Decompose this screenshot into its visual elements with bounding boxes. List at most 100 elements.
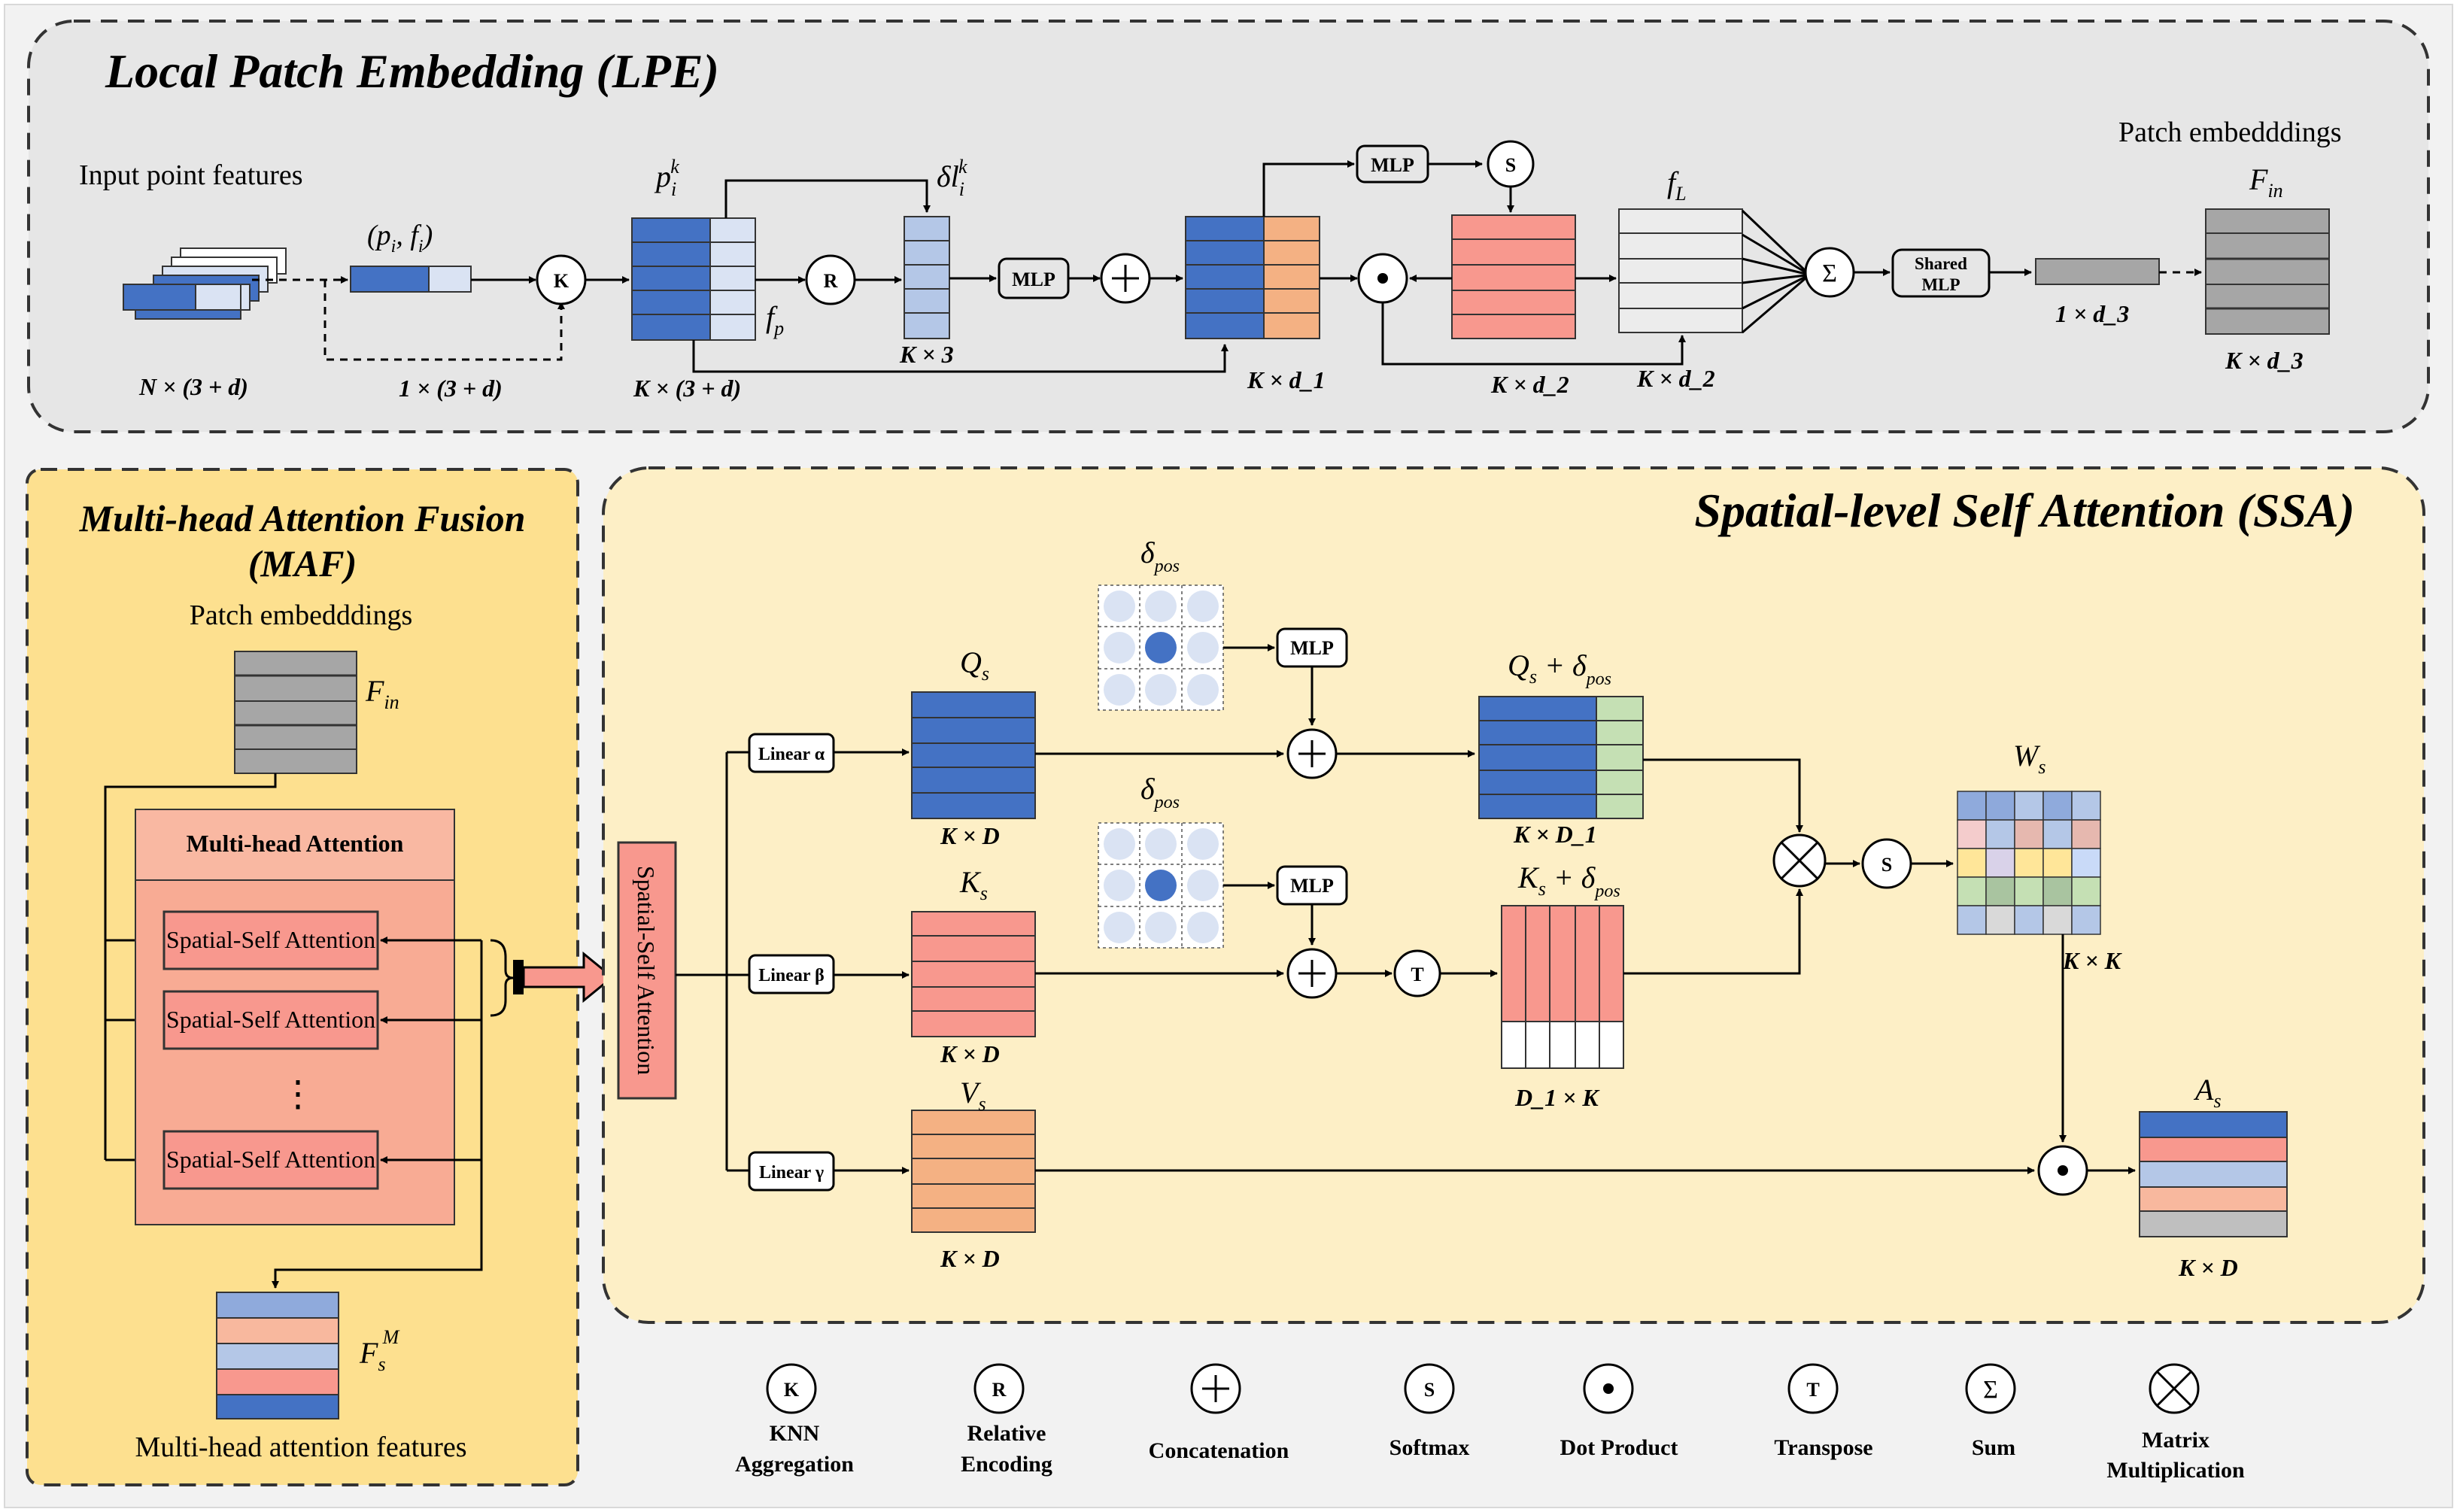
ws-dim: K × K: [2062, 947, 2123, 974]
q-matrix: [911, 691, 1036, 819]
legend-rel-line1: Relative: [967, 1421, 1046, 1446]
pf-dim: 1 × (3 + d): [399, 375, 503, 402]
pik-dim: K × (3 + d): [633, 375, 741, 402]
ssa-input-block: [617, 841, 677, 1100]
ws-matrix: [1957, 791, 2101, 935]
ssa-item-label-1: Spatial-Self Attention: [166, 926, 375, 953]
lpe-panel: Local Patch Embedding (LPE) Input point …: [27, 20, 2430, 433]
v-dim: K × D: [940, 1245, 1000, 1272]
v-matrix: [911, 1110, 1036, 1233]
ssa-item-1: [162, 910, 379, 970]
sum-symbol: Σ: [1822, 260, 1837, 287]
fsm-matrix: [216, 1292, 339, 1419]
patch-emb-label-lpe: Patch embedddings: [2118, 117, 2342, 148]
ssa-item-label-2: Spatial-Self Attention: [166, 1006, 375, 1033]
maf-title-2: (MAF): [248, 542, 357, 584]
maf-title-1: Multi-head Attention Fusion: [79, 497, 526, 539]
legend-knn-line1: KNN: [770, 1421, 820, 1446]
transpose-symbol: T: [1411, 964, 1423, 985]
legend: K KNN Aggregation R Relative Encoding Co…: [735, 1363, 2245, 1483]
delta-pos-grid-q: [1098, 584, 1224, 711]
v-label: Vs: [960, 1076, 986, 1115]
big-arrow-base: [513, 960, 524, 994]
as-dim: K × D: [2178, 1254, 2238, 1281]
kd1-dim: K × d_1: [1247, 366, 1326, 393]
fin-label-maf: Fin: [365, 674, 399, 713]
pf-label: (pi, fi): [367, 220, 433, 257]
delta-pos-label-q: δpos: [1140, 536, 1180, 576]
ws-label: Ws: [2013, 739, 2045, 778]
linear-alpha-label: Linear α: [758, 745, 825, 764]
maf-output-label: Multi-head attention features: [135, 1432, 466, 1463]
delta-pos-label-k: δpos: [1140, 772, 1180, 812]
kpos-label: Ks + δpos: [1517, 861, 1620, 901]
kd2-matrix: [1451, 214, 1576, 339]
vec-d3: [2035, 258, 2160, 285]
vec-dim: 1 × d_3: [2055, 300, 2129, 327]
delta-pos-grid-k: [1098, 822, 1224, 949]
linear-gamma-label: Linear γ: [759, 1163, 824, 1183]
pf-vector-feat: [428, 266, 472, 293]
kpos-matrix: [1501, 905, 1624, 1069]
mlp-label-2: MLP: [1371, 154, 1414, 176]
ssa-input-label: Spatial-Self Attention: [633, 866, 660, 1075]
knn-symbol: K: [554, 270, 569, 292]
kd1-matrix: [1185, 216, 1320, 339]
legend-transpose-line1: Transpose: [1774, 1435, 1872, 1460]
ssa-panel: Spatial-level Self Attention (SSA) Spati…: [602, 466, 2425, 1324]
fin-label-lpe: Fin: [2249, 162, 2283, 202]
mlp-label-k: MLP: [1290, 875, 1334, 897]
fin-matrix-lpe: [2205, 208, 2330, 335]
ssa-item-3: [162, 1130, 379, 1190]
q-dim: K × D: [940, 822, 1000, 849]
legend-knn-line2: Aggregation: [735, 1452, 854, 1477]
fl-dim: K × d_2: [1636, 365, 1715, 392]
kd2-dim: K × d_2: [1490, 371, 1569, 398]
fin-matrix-maf: [234, 651, 357, 774]
ssa-item-label-3: Spatial-Self Attention: [166, 1146, 375, 1173]
legend-matmul-line1: Matrix: [2142, 1428, 2209, 1453]
k-label: Ks: [959, 865, 988, 904]
ssa-title: Spatial-level Self Attention (SSA): [1694, 484, 2355, 537]
mha-header: [135, 809, 455, 881]
shared-mlp-label-1: Shared: [1915, 254, 1967, 273]
input-label: Input point features: [79, 159, 303, 191]
legend-sum-icon: [1965, 1363, 2016, 1414]
q-label: Qs: [960, 645, 989, 685]
legend-dot-line1: Dot Product: [1560, 1435, 1678, 1460]
qpos-label: Qs + δpos: [1508, 648, 1611, 689]
k-matrix: [911, 911, 1036, 1037]
maf-panel: Multi-head Attention Fusion (MAF) Patch …: [26, 468, 615, 1486]
legend-rel-line2: Encoding: [961, 1452, 1052, 1477]
legend-rel-symbol: R: [992, 1379, 1007, 1401]
mlp-label-1: MLP: [1012, 269, 1055, 290]
legend-concat-line1: Concatenation: [1149, 1438, 1289, 1463]
input-point-stack: [123, 247, 287, 320]
input-dim: N × (3 + d): [138, 373, 248, 400]
legend-softmax-icon: [1404, 1363, 1455, 1414]
linear-beta-label: Linear β: [758, 966, 825, 985]
legend-sum-line1: Sum: [1972, 1435, 2015, 1460]
k-dim: K × D: [940, 1040, 1000, 1067]
legend-sum-symbol: Σ: [1983, 1376, 1998, 1404]
fl-matrix: [1618, 208, 1743, 333]
ssa-background: [602, 466, 2425, 1324]
legend-knn-icon: [766, 1363, 817, 1414]
legend-transpose-icon: [1787, 1363, 1839, 1414]
fsm-label: FsM: [359, 1326, 400, 1375]
delta-l-dim: K × 3: [899, 341, 954, 368]
softmax-symbol-ssa: S: [1881, 854, 1892, 876]
shared-mlp-label-2: MLP: [1921, 275, 1960, 294]
ssa-item-2: [162, 990, 379, 1050]
legend-rel-icon: [973, 1363, 1025, 1414]
qpos-matrix: [1478, 696, 1644, 819]
lpe-title: Local Patch Embedding (LPE): [105, 44, 719, 98]
delta-l-label: δlik: [937, 156, 967, 200]
fin-dim-lpe: K × d_3: [2225, 347, 2304, 374]
fp-label: fp: [766, 300, 784, 339]
big-arrow-to-ssa: [522, 951, 615, 1003]
legend-knn-symbol: K: [784, 1379, 800, 1401]
delta-l-matrix: [904, 216, 950, 339]
pik-label: pik: [654, 156, 679, 200]
